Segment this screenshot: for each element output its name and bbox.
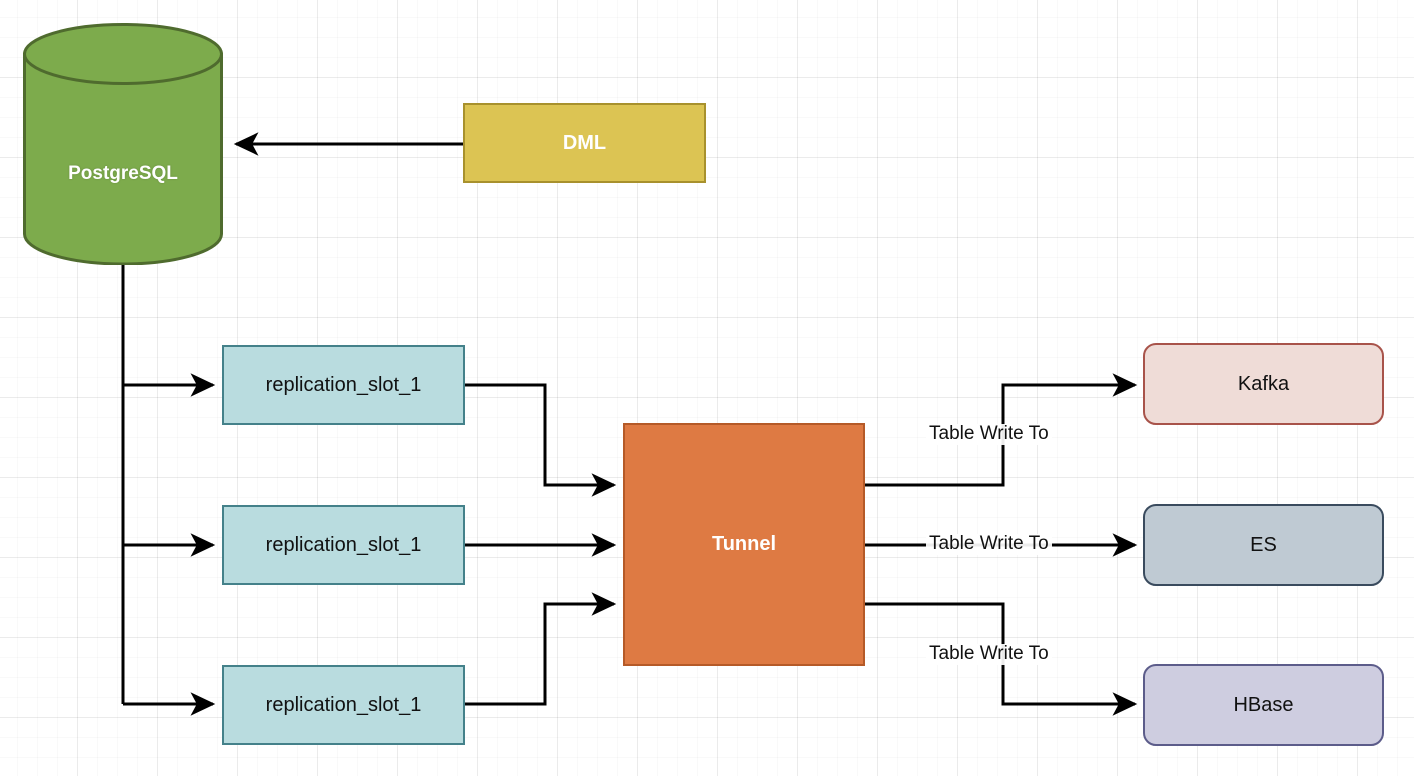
node-es[interactable]: ES (1143, 504, 1384, 586)
node-replication-slot-1[interactable]: replication_slot_1 (222, 345, 465, 425)
node-label-replication-slot-3: replication_slot_1 (265, 693, 422, 716)
node-label-replication-slot-1: replication_slot_1 (265, 373, 422, 396)
edge-slot-1-to-tunnel (465, 383, 617, 497)
node-replication-slot-2[interactable]: replication_slot_1 (222, 505, 465, 585)
node-tunnel[interactable]: Tunnel (623, 423, 865, 666)
node-label-postgresql: PostgreSQL (68, 163, 178, 184)
node-label-hbase: HBase (1233, 693, 1294, 716)
node-label-tunnel: Tunnel (711, 533, 777, 555)
node-label-dml: DML (562, 131, 607, 154)
node-dml[interactable]: DML (463, 103, 706, 183)
node-label-kafka: Kafka (1237, 372, 1290, 395)
node-label-es: ES (1250, 533, 1277, 556)
edge-label-hbase-write: Table Write To (926, 643, 1052, 665)
node-label-replication-slot-2: replication_slot_1 (265, 533, 422, 556)
edge-label-kafka-write: Table Write To (926, 423, 1052, 445)
node-replication-slot-3[interactable]: replication_slot_1 (222, 665, 465, 745)
edge-label-es-write: Table Write To (926, 533, 1052, 555)
node-kafka[interactable]: Kafka (1143, 343, 1384, 425)
edge-slot-3-to-tunnel (465, 592, 617, 706)
cylinder-shape (23, 23, 223, 265)
node-hbase[interactable]: HBase (1143, 664, 1384, 746)
node-postgresql[interactable]: PostgreSQL (23, 23, 223, 265)
